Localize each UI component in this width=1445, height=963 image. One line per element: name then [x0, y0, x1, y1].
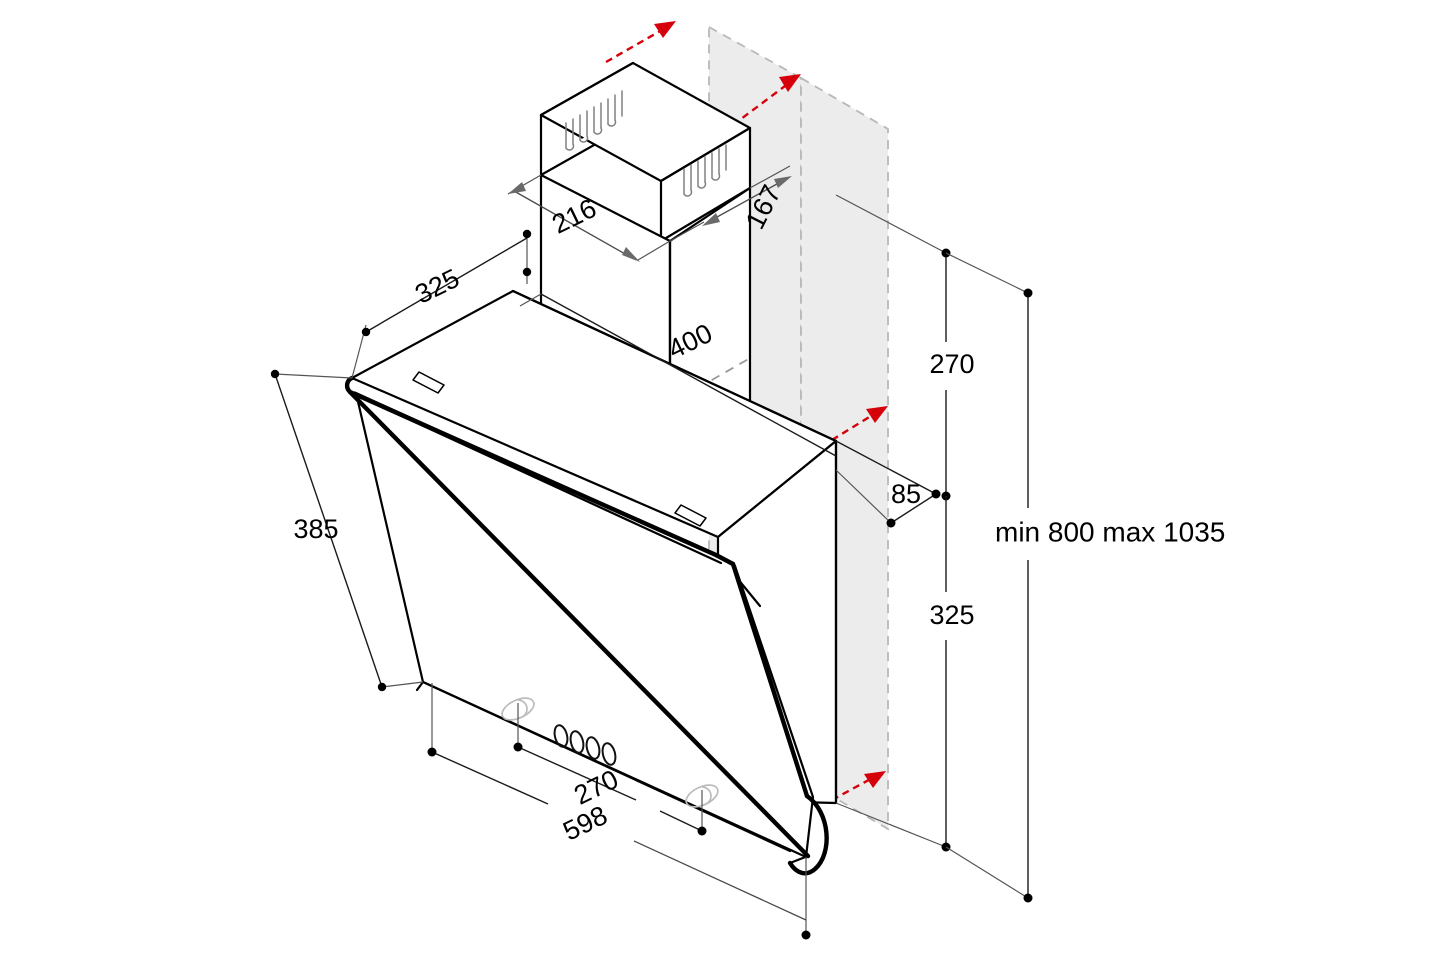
dimension-85-bracket-offset [835, 440, 941, 528]
label-dim-85: 85 [891, 479, 921, 509]
dimension-385-glass-height [270, 369, 424, 692]
label-dim-mounting-height: min 800 max 1035 [995, 516, 1225, 547]
mounting-tab-right [674, 504, 707, 527]
dimension-270-control-span [513, 703, 707, 836]
halogen-lamp-icon-right [685, 784, 719, 808]
control-buttons-group[interactable] [553, 724, 618, 766]
dimension-216 [507, 174, 671, 262]
wall-reference-arrows [605, 21, 888, 802]
dimension-325-canopy-depth [351, 229, 532, 379]
dimension-598-hood-width [427, 683, 811, 940]
mounting-tab-left [412, 371, 445, 394]
chimney-vent-slots [565, 90, 623, 151]
label-dim-325-right: 325 [929, 600, 974, 630]
label-dim-325-top: 325 [410, 263, 464, 310]
label-dim-598: 598 [558, 800, 612, 847]
dimension-400-chimney-width [519, 293, 837, 457]
control-panel[interactable] [499, 694, 721, 812]
halogen-lamp-icon-left [501, 697, 535, 721]
chimney-vent-slots-right [683, 144, 727, 197]
label-dim-385: 385 [293, 514, 338, 544]
dimension-167 [669, 165, 792, 242]
dimension-mounting-height-range [945, 252, 1033, 903]
angled-glass-front-panel [344, 375, 829, 876]
label-dim-270-right: 270 [929, 349, 974, 379]
